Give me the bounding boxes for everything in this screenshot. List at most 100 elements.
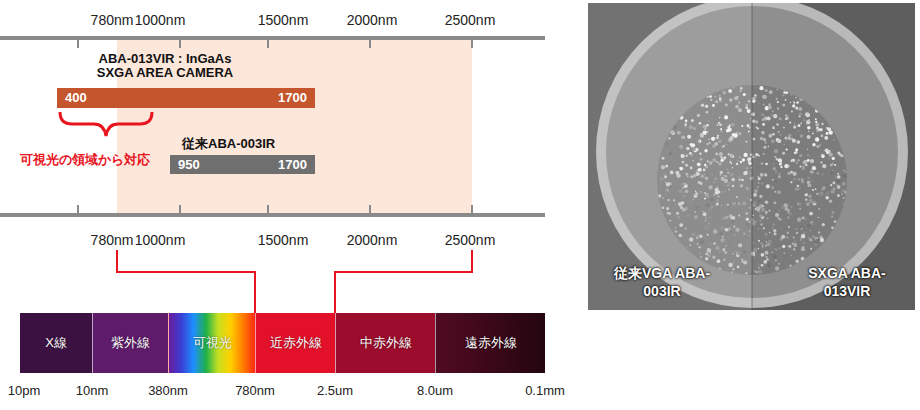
grain-dot	[797, 218, 801, 222]
grain-dot	[817, 217, 819, 219]
grain-dot	[782, 104, 785, 107]
grain-dot	[800, 227, 803, 230]
grain-dot	[793, 102, 795, 104]
grain-dot	[759, 214, 762, 217]
grain-dot	[785, 148, 787, 150]
grain-dot	[817, 238, 821, 242]
grain-dot	[797, 202, 801, 206]
grain-dot	[797, 185, 801, 189]
grain-dot	[807, 154, 809, 156]
scale-label: 2.5um	[317, 383, 353, 398]
grain-dot	[793, 177, 797, 181]
grain-dot	[791, 158, 795, 162]
grain-dot	[842, 203, 843, 204]
grain-dot	[763, 138, 766, 141]
grain-dot	[763, 264, 765, 266]
grain-dot	[798, 179, 800, 181]
grain-dot	[810, 208, 811, 209]
grain-dot	[812, 143, 815, 146]
grain-dot	[775, 170, 778, 173]
grain-dot	[776, 245, 780, 249]
grain-dot	[757, 186, 759, 188]
grain-dot	[841, 193, 842, 194]
grain-dot	[774, 156, 776, 158]
grain-dot	[763, 146, 766, 149]
grain-dot	[836, 219, 838, 221]
grain-dot	[843, 174, 847, 178]
grain-dot	[806, 120, 810, 124]
grain-dot	[765, 251, 769, 255]
grain-dot	[837, 152, 840, 155]
grain-dot	[760, 137, 763, 140]
grain-dot	[811, 222, 815, 226]
grain-dot	[758, 263, 759, 264]
axis-label: 780nm	[91, 232, 134, 248]
range-start: 950	[178, 155, 200, 174]
scale-label: 10pm	[8, 383, 41, 398]
grain-dot	[808, 194, 812, 198]
grain-dot	[807, 159, 810, 162]
grain-dot	[779, 117, 782, 120]
grain-dot	[771, 114, 773, 116]
grain-dot	[807, 176, 811, 180]
spectrum-band: 近赤外線	[255, 313, 335, 373]
grain-dot	[776, 227, 778, 229]
grain-dot	[826, 189, 828, 191]
grain-dot	[765, 200, 769, 204]
grain-dot	[820, 134, 823, 137]
range-end: 1700	[278, 88, 307, 108]
scale-label: 780nm	[235, 383, 275, 398]
grain-dot	[793, 243, 797, 247]
grain-dot	[801, 257, 805, 261]
grain-dot	[759, 204, 763, 208]
grain-dot	[756, 207, 759, 210]
grain-dot	[764, 173, 767, 176]
grain-dot	[758, 155, 760, 157]
grain-dot	[804, 119, 805, 120]
grain-dot	[775, 259, 778, 262]
grain-dot	[832, 182, 835, 185]
grain-dot	[761, 131, 765, 135]
grain-dot	[810, 159, 814, 163]
grain-dot	[807, 148, 808, 149]
range-bar: 従来ABA-003IR9501700	[170, 155, 315, 174]
grain-dot	[794, 123, 795, 124]
grain-dot	[758, 270, 762, 274]
grain-dot	[795, 228, 797, 230]
grain-dot	[798, 107, 802, 111]
grain-dot	[821, 172, 824, 175]
grain-dot	[782, 94, 784, 96]
grain-dot	[805, 198, 807, 200]
grain-dot	[788, 204, 790, 206]
grain-dot	[786, 236, 788, 238]
grain-dot	[780, 227, 782, 229]
grain-dot	[795, 148, 798, 151]
grain-dot	[792, 159, 794, 161]
grain-dot	[787, 172, 790, 175]
grain-dot	[828, 158, 829, 159]
spectrum-band: X線	[20, 313, 92, 373]
grain-dot	[815, 137, 819, 141]
grain-dot	[762, 95, 766, 99]
grain-dot	[760, 163, 762, 165]
grain-dot	[829, 200, 832, 203]
grain-dot	[753, 248, 757, 252]
grain-dot	[805, 164, 808, 167]
grain-dot	[799, 97, 803, 101]
axis-label: 2000nm	[347, 232, 398, 248]
grain-dot	[766, 258, 769, 261]
grain-dot	[777, 132, 779, 134]
grain-dot	[827, 127, 831, 131]
grain-dot	[831, 215, 833, 217]
grain-dot	[809, 212, 813, 216]
grain-dot	[834, 202, 837, 205]
photo-caption: 従来VGA ABA-003IR	[606, 264, 718, 300]
grain-dot	[767, 217, 769, 219]
grain-dot	[763, 227, 765, 229]
grain-dot	[786, 268, 787, 269]
band-label: 近赤外線	[256, 313, 335, 373]
grain-dot	[802, 167, 805, 170]
grain-dot	[772, 127, 774, 129]
grain-dot	[772, 238, 776, 242]
grain-dot	[769, 90, 773, 94]
